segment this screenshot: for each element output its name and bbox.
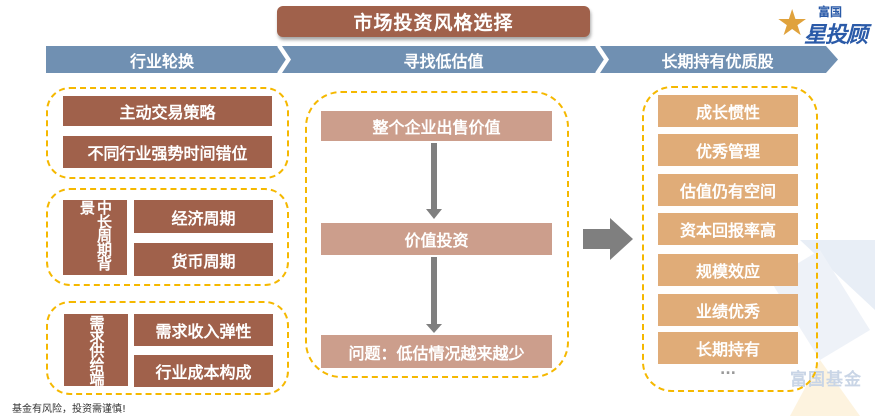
- left-item-economic-cycle: 经济周期: [134, 200, 273, 233]
- right-item-growth-momentum: 成长惯性: [658, 95, 798, 127]
- right-item-excellent-management: 优秀管理: [658, 134, 798, 166]
- right-item-high-roc: 资本回报率高: [658, 213, 798, 245]
- right-item-strong-performance: 业绩优秀: [658, 294, 798, 326]
- left-group-3: [46, 301, 289, 395]
- brand-logo: ★ 富国 星投顾: [776, 2, 871, 48]
- left-group-2: [46, 188, 289, 286]
- left-item-cost-structure: 行业成本构成: [134, 355, 273, 387]
- risk-disclaimer: 基金有风险，投资需谨慎!: [12, 404, 127, 415]
- right-group: [642, 86, 818, 392]
- stage-bar: [46, 46, 838, 73]
- left-side-label-cycle: 中长周期背景: [63, 200, 127, 275]
- right-item-long-term-hold: 长期持有: [658, 332, 798, 364]
- left-group-1: [46, 87, 289, 179]
- middle-step-value-investing: 价值投资: [321, 223, 552, 255]
- right-more-ellipsis: ...: [720, 362, 736, 378]
- right-item-valuation-room: 估值仍有空间: [658, 174, 798, 206]
- logo-brand-main: 星投顾: [804, 23, 868, 48]
- stage-chevron-1: [46, 46, 287, 73]
- left-item-sector-timing: 不同行业强势时间错位: [63, 136, 272, 168]
- stage-label-find-undervalued: 寻找低估值: [403, 51, 484, 71]
- star-icon: ★: [776, 3, 809, 44]
- left-item-active-trading: 主动交易策略: [63, 96, 272, 126]
- stage-label-long-term-hold: 长期持有优质股: [661, 51, 774, 71]
- stage-label-industry-rotation: 行业轮换: [129, 51, 194, 71]
- middle-group: [305, 91, 569, 378]
- right-arrow-icon: [583, 218, 633, 260]
- logo-brand-top: 富国: [818, 5, 843, 19]
- stage-chevron-2: [282, 46, 605, 73]
- stage-chevron-3: [600, 46, 838, 73]
- left-item-income-elasticity: 需求收入弹性: [134, 314, 273, 346]
- middle-step-problem: 问题：低估情况越来越少: [321, 335, 552, 368]
- left-side-label-supply-demand: 需求供给端: [64, 314, 128, 386]
- right-item-scale-effect: 规模效应: [658, 254, 798, 286]
- left-item-monetary-cycle: 货币周期: [134, 243, 273, 276]
- page-title: 市场投资风格选择: [277, 6, 590, 37]
- down-arrow-icon: [426, 143, 442, 219]
- down-arrow-icon: [426, 257, 442, 333]
- middle-step-enterprise-value: 整个企业出售价值: [321, 111, 552, 141]
